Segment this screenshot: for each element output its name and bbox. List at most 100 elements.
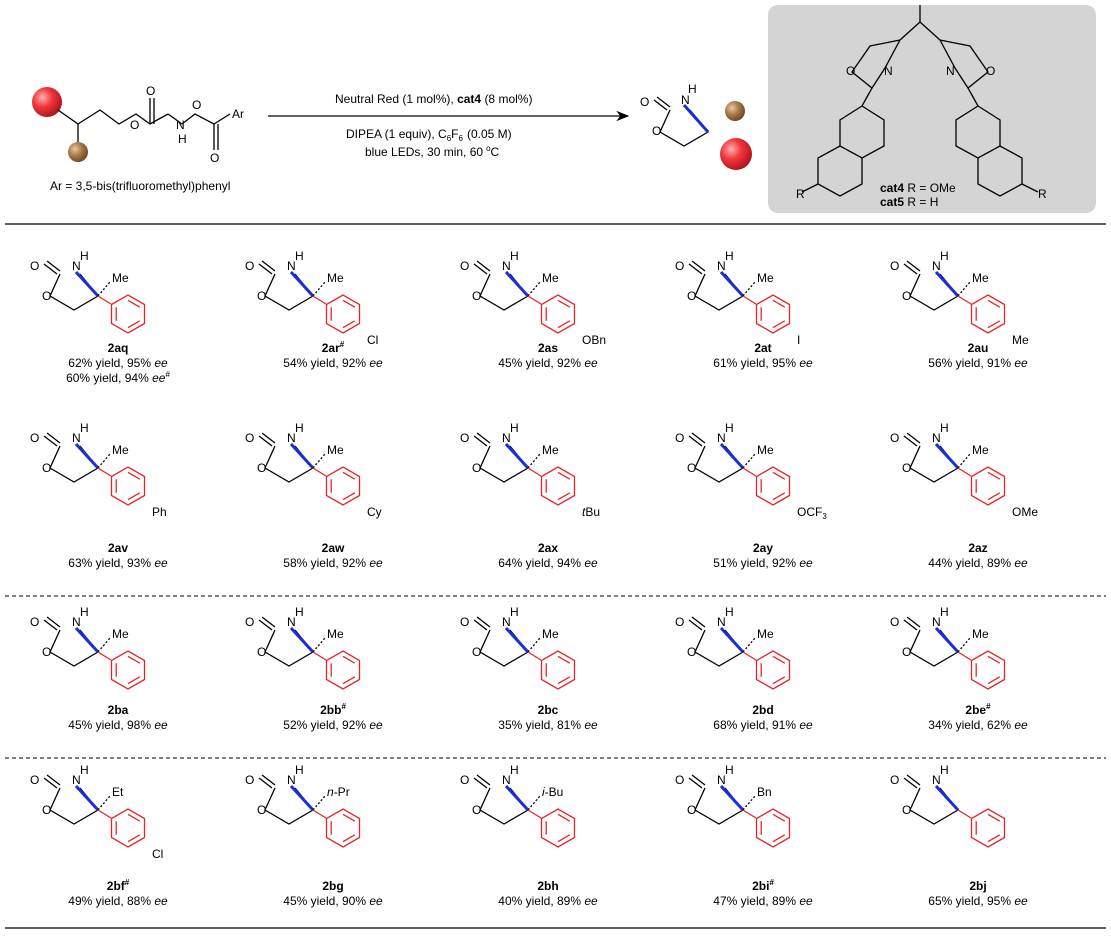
hashed-bond	[742, 281, 756, 297]
compound-id: 2bb#	[320, 702, 346, 717]
alkyl-substituent: Me	[542, 271, 559, 285]
ring-bonds	[909, 787, 959, 825]
aryl-bond	[957, 295, 972, 305]
aryl-ring	[110, 808, 146, 848]
ring-bonds	[694, 787, 744, 825]
atom-o: O	[245, 615, 254, 629]
aryl-substituent: Cy	[367, 505, 382, 519]
atom-o: O	[687, 803, 696, 817]
atom-n: N	[72, 431, 81, 445]
atom-h: H	[940, 249, 949, 263]
carbonyl-bond	[903, 260, 921, 275]
aryl-ring	[755, 808, 791, 848]
aryl-ring	[755, 650, 791, 690]
alkyl-substituent: Me	[112, 271, 129, 285]
atom-n: N	[717, 773, 726, 787]
starting-material	[32, 87, 231, 162]
carbonyl-bond	[473, 260, 491, 275]
yield-ee-text: 65% yield, 95% ee	[928, 894, 1028, 908]
atom-o: O	[472, 461, 481, 475]
yield-ee-text: 62% yield, 95% ee	[68, 356, 168, 370]
atom-n: N	[287, 615, 296, 629]
alkyl-substituent: Me	[327, 627, 344, 641]
atom-o: O	[640, 95, 649, 109]
atom-o: O	[460, 615, 469, 629]
atom-h: H	[295, 605, 304, 619]
hashed-bond	[957, 281, 971, 297]
aryl-bond	[527, 651, 542, 661]
hashed-bond	[957, 637, 971, 653]
alkyl-substituent: i-Bu	[542, 785, 563, 799]
stereo-bond	[289, 784, 315, 812]
yield-ee-text: 51% yield, 92% ee	[713, 556, 813, 570]
hashed-bond	[312, 795, 326, 811]
hashed-bond	[527, 795, 541, 811]
hashed-bond	[527, 453, 541, 469]
aryl-substituent: OMe	[1012, 505, 1038, 519]
aryl-ring	[755, 466, 791, 506]
aryl-ring	[970, 466, 1006, 506]
atom-h: H	[178, 132, 187, 146]
stereo-bond	[74, 270, 100, 298]
alkyl-substituent: Me	[542, 443, 559, 457]
atom-o: O	[472, 289, 481, 303]
aromatic-bonds	[760, 655, 786, 685]
atom-o: O	[890, 773, 899, 787]
atom-n: N	[681, 93, 690, 107]
atom-n: N	[502, 615, 511, 629]
carbonyl-bond	[903, 774, 921, 789]
hashed-bond	[97, 637, 111, 653]
aryl-bond	[527, 467, 542, 477]
aryl-bond	[97, 467, 112, 477]
compound-id: 2bc	[538, 703, 559, 717]
compound-id: 2bg	[322, 879, 343, 893]
aromatic-bonds	[115, 655, 141, 685]
atom-n: N	[72, 259, 81, 273]
carbonyl-bond	[43, 432, 61, 447]
compound-id: 2au	[968, 341, 989, 355]
aromatic-bonds	[760, 813, 786, 843]
stereo-bond	[74, 626, 100, 654]
hashed-bond	[742, 637, 756, 653]
atom-h: H	[940, 421, 949, 435]
stereo-bond	[934, 626, 960, 654]
atom-o: O	[30, 773, 39, 787]
compound-id: 2bj	[969, 879, 986, 893]
stereo-bond	[504, 442, 530, 470]
hashed-bond	[527, 637, 541, 653]
atom-o: O	[245, 773, 254, 787]
compound-id: 2as	[538, 341, 558, 355]
aromatic-bonds	[115, 813, 141, 843]
atom-o: O	[472, 645, 481, 659]
atom-h: H	[510, 249, 519, 263]
carbonyl-bond	[688, 774, 706, 789]
red-sphere-icon	[720, 138, 752, 170]
conditions-line-2: DIPEA (1 equiv), C6F6(0.05 M)	[346, 127, 512, 143]
atom-n: N	[932, 615, 941, 629]
hashed-bond	[957, 453, 971, 469]
alkyl-substituent: Me	[972, 627, 989, 641]
alkyl-substituent: Me	[757, 271, 774, 285]
r-label: R	[796, 187, 805, 201]
compound-id: 2be#	[965, 702, 991, 717]
atom-n: N	[946, 64, 955, 78]
stereo-bond	[719, 270, 745, 298]
carbonyl-bond	[473, 616, 491, 631]
atom-n: N	[72, 773, 81, 787]
r-label: R	[1038, 187, 1047, 201]
atom-o: O	[192, 98, 201, 112]
aryl-bond	[97, 651, 112, 661]
ar-label: Ar	[232, 107, 244, 121]
alkyl-substituent: Me	[542, 627, 559, 641]
alkyl-substituent: Me	[112, 443, 129, 457]
atom-h: H	[940, 763, 949, 777]
aromatic-bonds	[545, 655, 571, 685]
aromatic-bonds	[330, 813, 356, 843]
